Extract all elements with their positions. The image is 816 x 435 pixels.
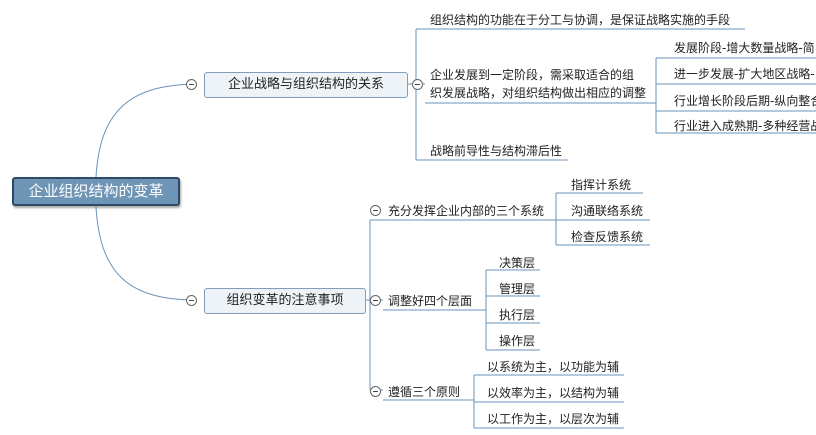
link-systems	[555, 192, 650, 246]
collapse-toggle-icon[interactable]	[370, 205, 381, 216]
topic-stage-3[interactable]: 行业增长阶段后期-纵向整合	[674, 94, 816, 108]
topic-principle-3[interactable]: 以工作为主，以层次为辅	[487, 412, 620, 426]
topic-line: 织发展战略，对组织结构做出相应的调整	[430, 86, 647, 100]
topic-stage-2[interactable]: 进一步发展-扩大地区战略-	[674, 67, 815, 81]
topic-principle-2[interactable]: 以效率为主，以结构为辅	[487, 386, 620, 400]
topic-function[interactable]: 组织结构的功能在于分工与协调，是保证战略实施的手段	[430, 13, 731, 27]
topic-stage-4[interactable]: 行业进入成熟期-多种经营战	[674, 119, 816, 133]
link-root-strategy	[95, 83, 197, 178]
topic-principle-1[interactable]: 以系统为主，以功能为辅	[487, 360, 620, 374]
link-principles	[473, 374, 624, 429]
topic-strategy-lead[interactable]: 战略前导性与结构滞后性	[430, 144, 563, 158]
collapse-toggle-icon[interactable]	[412, 79, 423, 90]
collapse-toggle-icon[interactable]	[370, 386, 381, 397]
collapse-toggle-icon[interactable]	[186, 79, 197, 90]
topic-four-levels[interactable]: 调整好四个层面	[388, 294, 473, 308]
link-stages	[655, 57, 816, 134]
topic-stage-1[interactable]: 发展阶段-增大数量战略-简	[674, 41, 815, 55]
topic-three-systems[interactable]: 充分发挥企业内部的三个系统	[388, 204, 545, 218]
topic-level-execution[interactable]: 执行层	[499, 308, 536, 322]
topic-development-stage[interactable]: 企业发展到一定阶段，需采取适合的组 织发展战略，对组织结构做出相应的调整	[430, 66, 656, 102]
topic-level-operation[interactable]: 操作层	[499, 334, 536, 348]
collapse-toggle-icon[interactable]	[370, 295, 381, 306]
topic-system-feedback[interactable]: 检查反馈系统	[571, 230, 644, 244]
collapse-toggle-icon[interactable]	[186, 295, 197, 306]
link-levels	[485, 269, 540, 351]
topic-line: 企业发展到一定阶段，需采取适合的组	[430, 68, 635, 82]
topic-system-command[interactable]: 指挥计系统	[571, 178, 632, 192]
root-topic[interactable]: 企业组织结构的变革	[12, 177, 180, 206]
topic-system-communication[interactable]: 沟通联络系统	[571, 204, 644, 218]
topic-three-principles[interactable]: 遵循三个原则	[388, 385, 461, 399]
link-root-change	[95, 206, 197, 301]
topic-level-decision[interactable]: 决策层	[499, 256, 536, 270]
branch-change-notes[interactable]: 组织变革的注意事项	[204, 288, 366, 314]
topic-level-management[interactable]: 管理层	[499, 282, 536, 296]
branch-strategy-structure[interactable]: 企业战略与组织结构的关系	[204, 72, 408, 98]
